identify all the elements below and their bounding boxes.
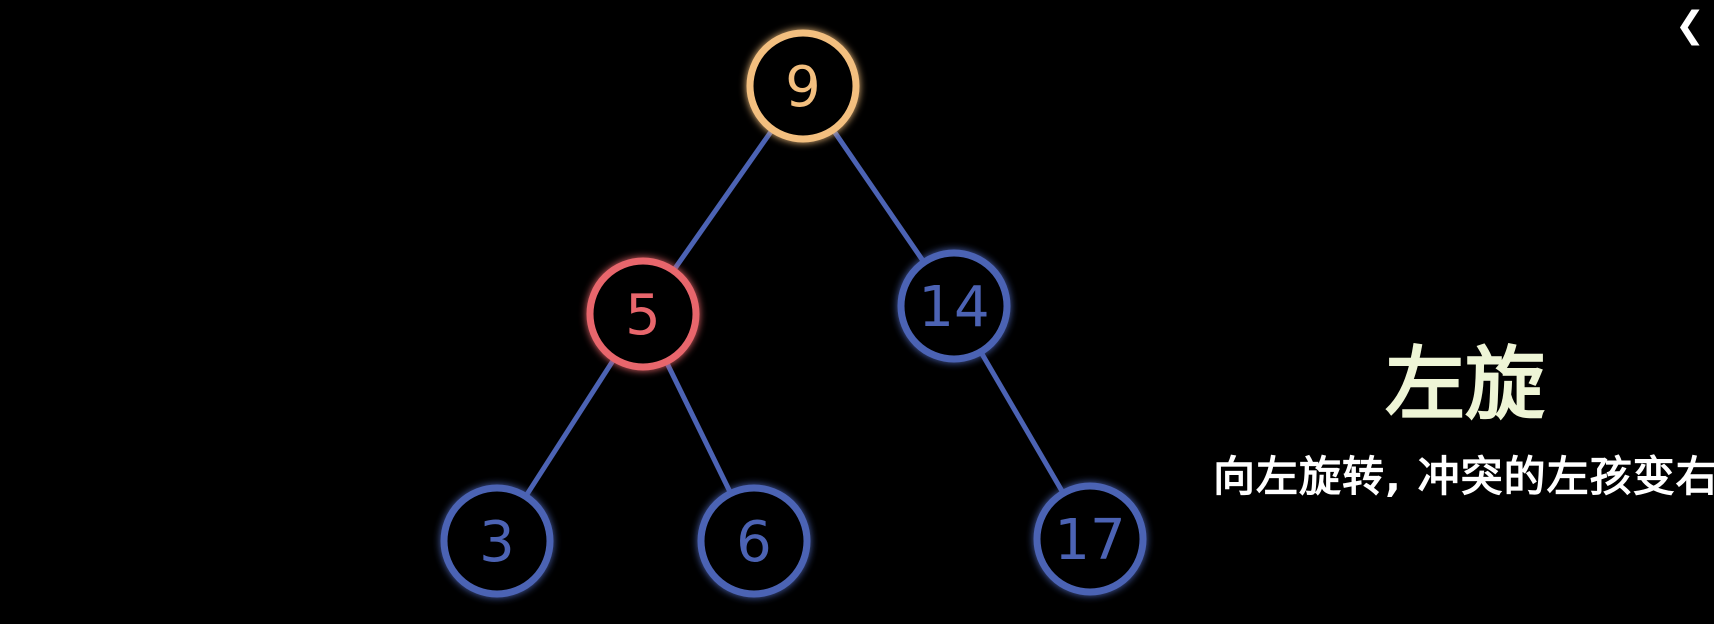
tree-edge — [523, 357, 617, 498]
caption-title: 左旋 — [1385, 338, 1545, 431]
node-circle — [746, 29, 860, 143]
node-label: 14 — [918, 275, 989, 340]
node-label: 17 — [1054, 508, 1125, 573]
node-label: 6 — [736, 510, 772, 575]
node-label: 9 — [785, 55, 821, 120]
tree-node-9: 9 — [746, 29, 860, 143]
node-circle — [897, 249, 1011, 363]
node-circle — [697, 484, 811, 598]
tree-node-17: 17 — [1033, 482, 1147, 596]
tree-edge — [830, 128, 927, 264]
tree-node-5: 5 — [586, 257, 700, 371]
node-label: 3 — [479, 510, 515, 575]
tree-edge — [671, 127, 775, 273]
tree-node-14: 14 — [897, 249, 1011, 363]
node-label: 5 — [625, 283, 661, 348]
node-circle — [586, 257, 700, 371]
tree-edge — [664, 360, 733, 495]
node-circle — [1033, 482, 1147, 596]
caption-subtitle: 向左旋转, 冲突的左孩变右孩 — [1213, 452, 1714, 501]
tree-node-3: 3 — [440, 484, 554, 598]
tree-edge — [978, 350, 1066, 495]
chevron-left-icon[interactable]: ❮ — [1674, 5, 1706, 46]
node-circle — [440, 484, 554, 598]
tree-node-6: 6 — [697, 484, 811, 598]
